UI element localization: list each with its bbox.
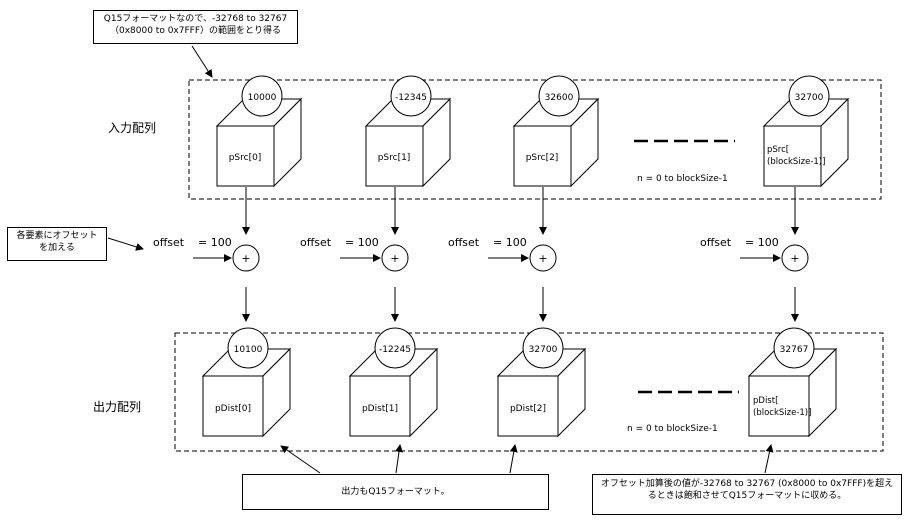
adder-plus-3: + (790, 252, 799, 265)
output-value-bubble-3 (773, 327, 815, 369)
q15-range-note: Q15フォーマットなので、-32768 to 32767 （0x8000 to … (93, 10, 298, 44)
input-name-1: pSrc[1] (378, 153, 411, 163)
note-arrow-output-1 (280, 445, 321, 474)
output-format-note-text: 出力もQ15フォーマット。 (341, 487, 450, 497)
offset-label-2: offset (448, 236, 480, 249)
input-range-label: n = 0 to blockSize-1 (637, 174, 728, 184)
input-name-3b: (blockSize-1)] (767, 157, 825, 167)
saturation-note: オフセット加算後の値が-32768 to 32767 (0x8000 to 0x… (592, 474, 902, 515)
output-value-3: 32767 (780, 345, 809, 355)
output-array-frame (174, 332, 884, 452)
offset-label-0: offset (153, 236, 185, 249)
input-array-label: 入力配列 (108, 121, 156, 135)
input-value-0: 10000 (248, 93, 277, 103)
saturation-note-line2: るときは飽和させてQ15フォーマットに収める。 (647, 491, 847, 501)
output-value-bubble-0 (227, 327, 269, 369)
output-array-label: 出力配列 (93, 400, 141, 414)
output-name-0: pDist[0] (215, 404, 251, 414)
output-cube-0 (201, 347, 292, 438)
input-value-bubble-0 (241, 75, 283, 117)
offset-value-3: = 100 (745, 236, 779, 249)
output-value-0: 10100 (234, 345, 263, 355)
offset-value-0: = 100 (198, 236, 232, 249)
offset-value-1: = 100 (345, 236, 379, 249)
output-range-label: n = 0 to blockSize-1 (627, 424, 718, 434)
note-arrow-output-2 (395, 444, 403, 474)
offset-note: 各要素にオフセット を加える (7, 227, 107, 261)
output-value-2: 32700 (529, 345, 558, 355)
note-arrow-top (191, 45, 213, 78)
adder-circle-2 (529, 244, 557, 272)
input-value-bubble-3 (788, 75, 830, 117)
offset-label-3: offset (700, 236, 732, 249)
adder-circle-0 (232, 244, 260, 272)
input-array-frame (188, 79, 882, 200)
input-value-2: 32600 (545, 93, 574, 103)
q15-range-note-line1: Q15フォーマットなので、-32768 to 32767 (103, 14, 288, 24)
note-arrow-offset (107, 237, 144, 251)
input-name-0: pSrc[0] (229, 153, 262, 163)
saturation-note-line1: オフセット加算後の値が-32768 to 32767 (0x8000 to 0x… (600, 479, 894, 489)
offset-note-line2: を加える (39, 243, 75, 253)
input-name-2: pSrc[2] (526, 153, 559, 163)
input-value-bubble-1 (390, 75, 432, 117)
adder-plus-1: + (390, 252, 399, 265)
input-value-3: 32700 (795, 93, 824, 103)
adder-plus-0: + (241, 252, 250, 265)
output-value-bubble-2 (522, 327, 564, 369)
offset-note-line1: 各要素にオフセット (16, 231, 98, 241)
input-value-bubble-2 (538, 75, 580, 117)
output-name-3b: (blockSize-1)] (753, 408, 811, 418)
output-value-1: -12245 (379, 345, 411, 355)
output-value-bubble-1 (374, 327, 416, 369)
input-name-3a: pSrc[ (767, 145, 789, 155)
note-arrow-saturation (764, 444, 774, 474)
offset-label-1: offset (300, 236, 332, 249)
offset-value-2: = 100 (493, 236, 527, 249)
output-name-2: pDist[2] (510, 404, 546, 414)
output-name-3a: pDist[ (753, 396, 778, 406)
note-arrow-output-3 (509, 444, 518, 474)
q15-range-note-line2: （0x8000 to 0x7FFF）の範囲をとり得る (109, 26, 282, 36)
output-name-1: pDist[1] (362, 404, 398, 414)
adder-circle-3 (781, 244, 809, 272)
output-format-note: 出力もQ15フォーマット。 (242, 474, 549, 510)
adder-circle-1 (381, 244, 409, 272)
adder-plus-2: + (538, 252, 547, 265)
input-value-1: -12345 (395, 93, 427, 103)
